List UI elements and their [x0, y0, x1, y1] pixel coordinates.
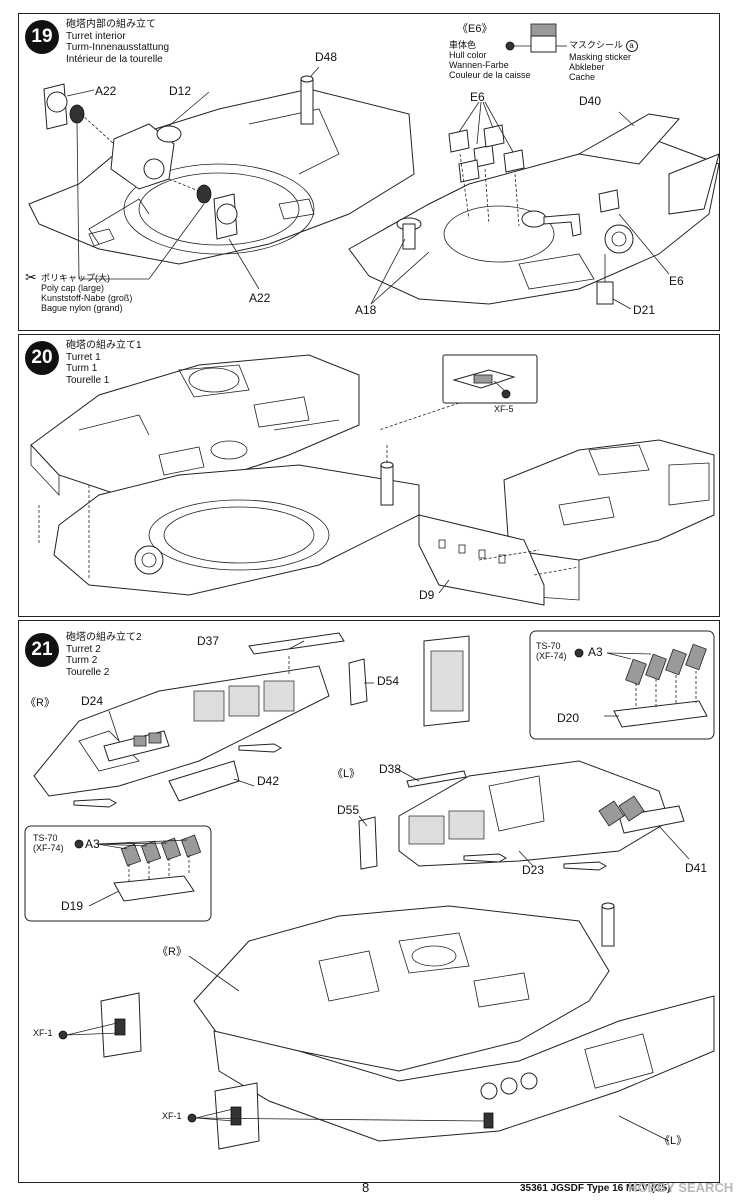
part-label-d37: D37 [197, 634, 220, 648]
step-19-number: 19 [25, 20, 59, 54]
kit-code: 35361 JGSDF Type 16 MCV (C5) [520, 1183, 671, 1194]
part-label-e6-top: E6 [470, 90, 485, 104]
part-label-d12: D12 [169, 84, 192, 98]
step-21-title: 砲塔の組み立て2 Turret 2 Turm 2 Tourelle 2 [66, 632, 142, 678]
part-label-a3-right: A3 [588, 645, 603, 659]
part-label-a3-left: A3 [85, 837, 100, 851]
step-20-drawing [30, 354, 715, 606]
polycap-de: Kunststoff-Nabe (groß) [41, 293, 133, 303]
side-label-l2: 《L》 [659, 1135, 688, 1147]
page-number: 8 [362, 1180, 370, 1195]
part-label-e6-right: E6 [669, 274, 684, 288]
hull-color-de: Wannen-Farbe [449, 60, 509, 70]
part-label-d54: D54 [377, 674, 400, 688]
part-label-d9: D9 [419, 588, 435, 602]
hull-color-fr: Couleur de la caisse [449, 70, 531, 80]
step-20-title-fr: Tourelle 1 [66, 374, 110, 386]
watermark: HOBBY SEARCH [628, 1180, 734, 1195]
ts70-left-note: TS-70 (XF-74) [33, 833, 64, 853]
part-label-d20: D20 [557, 711, 580, 725]
polycap-note: ポリキャップ(大) Poly cap (large) Kunststoff-Na… [41, 273, 132, 313]
hull-color-note: 車体色 Hull color Wannen-Farbe Couleur de l… [449, 40, 531, 80]
ts70-left-alt: (XF-74) [33, 843, 64, 853]
ts70-right-note: TS-70 (XF-74) [536, 641, 567, 661]
step-19-title-fr: Intérieur de la tourelle [66, 53, 163, 65]
ts70-right-code: TS-70 [536, 641, 561, 651]
masking-ja: マスクシール a [569, 40, 638, 52]
masking-fr: Cache [569, 72, 596, 82]
masking-mark: a [625, 40, 638, 52]
step-19-title-de: Turm-Innenausstattung [66, 42, 170, 53]
step-19-title-en: Turret interior [66, 30, 126, 42]
hull-color-ja: 車体色 [449, 40, 477, 50]
part-label-d24: D24 [81, 694, 104, 708]
step-19-title: 砲塔内部の組み立て Turret interior Turm-Innenauss… [66, 19, 169, 65]
ts70-right-alt: (XF-74) [536, 651, 567, 661]
step-20-panel: 20 砲塔の組み立て1 Turret 1 Turm 1 Tourelle 1 [18, 334, 720, 617]
e6-header: 《E6》 [457, 23, 493, 35]
part-label-d38: D38 [379, 762, 402, 776]
step-20-number: 20 [25, 341, 59, 375]
part-label-a22-top: A22 [95, 84, 117, 98]
polycap-fr: Bague nylon (grand) [41, 303, 123, 313]
step-21-drawing [24, 630, 715, 1150]
part-label-d21: D21 [633, 303, 656, 317]
part-label-d48: D48 [315, 50, 338, 64]
step-20-title-de: Turm 1 [66, 363, 98, 374]
side-label-l1: 《L》 [332, 768, 361, 780]
step-20-title-en: Turret 1 [66, 351, 101, 363]
masking-en: Masking sticker [569, 52, 632, 62]
step-20-title: 砲塔の組み立て1 Turret 1 Turm 1 Tourelle 1 [66, 340, 142, 386]
step-19-drawing [28, 23, 720, 310]
step-21-number: 21 [25, 633, 59, 667]
part-label-d40: D40 [579, 94, 602, 108]
side-label-r1: 《R》 [25, 697, 55, 709]
part-label-d55: D55 [337, 803, 360, 817]
part-label-a22-bottom: A22 [249, 291, 271, 305]
part-label-d41: D41 [685, 861, 708, 875]
step-21-panel: 21 砲塔の組み立て2 Turret 2 Turm 2 Tourelle 2 [18, 620, 720, 1183]
part-label-d23: D23 [522, 863, 545, 877]
masking-de: Abkleber [569, 62, 605, 72]
step-21-title-fr: Tourelle 2 [66, 666, 110, 678]
paint-label-xf5: XF-5 [494, 404, 514, 414]
step-21-title-de: Turm 2 [66, 655, 98, 666]
step-21-title-ja: 砲塔の組み立て2 [66, 632, 142, 643]
ts70-left-code: TS-70 [33, 833, 58, 843]
part-label-a18: A18 [355, 303, 377, 317]
step-19-panel: 19 砲塔内部の組み立て Turret interior Turm-Innena… [18, 13, 720, 331]
polycap-ja: ポリキャップ(大) [41, 273, 110, 283]
part-label-d42: D42 [257, 774, 280, 788]
masking-note: マスクシール a Masking sticker Abkleber Cache [569, 40, 638, 82]
polycap-en: Poly cap (large) [41, 283, 105, 293]
paint-label-xf1-b: XF-1 [162, 1111, 182, 1121]
step-19-title-ja: 砲塔内部の組み立て [66, 19, 156, 30]
part-label-d19: D19 [61, 899, 84, 913]
polycap-icon: ✂ [25, 269, 37, 285]
step-21-title-en: Turret 2 [66, 643, 101, 655]
side-label-r2: 《R》 [157, 946, 187, 958]
hull-color-en: Hull color [449, 50, 487, 60]
step-20-title-ja: 砲塔の組み立て1 [66, 340, 142, 351]
paint-label-xf1-a: XF-1 [33, 1028, 53, 1038]
